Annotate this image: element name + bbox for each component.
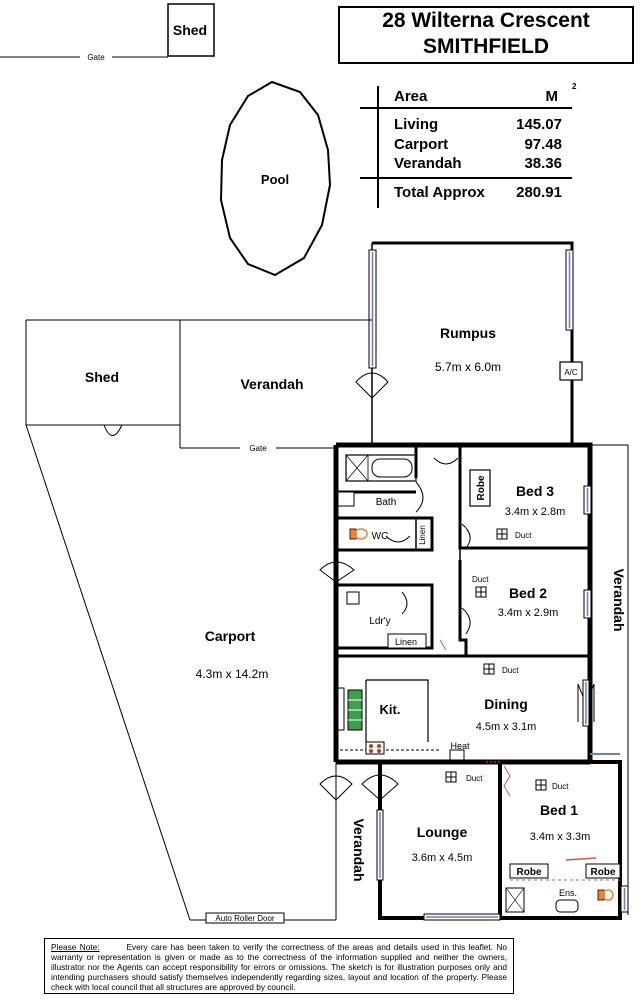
- bed1-label: Bed 1: [540, 802, 578, 818]
- area-header-unit-sup: 2: [572, 82, 577, 91]
- bath-label: Bath: [376, 497, 397, 508]
- ensuite-label: Ens.: [559, 888, 577, 898]
- rumpus-door: [355, 372, 389, 399]
- shed-top: [167, 3, 215, 57]
- auto-roller-door: [205, 912, 285, 924]
- carport-dimensions: 4.3m x 14.2m: [196, 667, 269, 681]
- side-door: [319, 561, 355, 583]
- duct-bed2-label: Duct: [472, 575, 489, 584]
- note-body: Every care has been taken to verify the …: [51, 942, 507, 992]
- carport-label: Carport: [205, 628, 256, 644]
- ac-label: A/C: [564, 368, 578, 377]
- rumpus-label: Rumpus: [440, 325, 496, 341]
- pool-outline: [219, 80, 332, 277]
- lounge-label: Lounge: [417, 824, 468, 840]
- cooktop: [365, 741, 385, 755]
- laundry-label: Ldr'y: [369, 616, 390, 627]
- bed2-dimensions: 3.4m x 2.9m: [498, 607, 559, 619]
- laundry-walls: [336, 583, 434, 650]
- hall-door-top: [433, 457, 459, 465]
- lounge-dimensions: 3.6m x 4.5m: [412, 852, 473, 864]
- verandah-left-label: Verandah: [351, 818, 367, 881]
- robe-bed1-left-label: Robe: [517, 867, 542, 878]
- robe-bed3-label: Robe: [476, 475, 487, 500]
- bed2-walls: [458, 560, 590, 658]
- carport-diagonal: [25, 424, 191, 921]
- bed3-dimensions: 3.4m x 2.8m: [505, 506, 566, 518]
- shed-left-label: Shed: [85, 369, 119, 385]
- bathtub: [345, 454, 417, 482]
- ensuite-basin: [555, 899, 579, 913]
- lounge-walls: [378, 762, 500, 920]
- robe-bed1-right-label: Robe: [591, 867, 616, 878]
- bed1-walls: [498, 760, 622, 920]
- kitchen-window: [337, 687, 345, 731]
- address-line-1: 28 Wilterna Crescent: [382, 9, 590, 32]
- gate-mid-label: Gate: [249, 444, 267, 453]
- bath-vanity: [337, 491, 355, 507]
- wc-toilet: [349, 528, 357, 540]
- robe-bed3: [469, 469, 491, 507]
- address-line-2: SMITHFIELD: [423, 35, 549, 58]
- note-heading: Please Note:: [51, 942, 100, 952]
- linen-laundry-label: Linen: [395, 637, 417, 647]
- kitchen-label: Kit.: [380, 702, 401, 717]
- heater: [449, 749, 465, 761]
- verandah-top-label: Verandah: [240, 376, 303, 392]
- gate-top-label: Gate: [87, 53, 105, 62]
- laundry-tub: [346, 591, 360, 605]
- verandah-right-outline: [590, 444, 629, 915]
- auto-roller-door-label: Auto Roller Door: [215, 914, 274, 923]
- wc-label: WC: [372, 531, 389, 542]
- area-row-verandah: Verandah 38.36: [394, 155, 562, 172]
- rumpus-dimensions: 5.7m x 6.0m: [435, 360, 501, 374]
- ensuite-shower: [505, 887, 525, 913]
- bed2-label: Bed 2: [509, 585, 547, 601]
- duct-bed1-label: Duct: [552, 782, 569, 791]
- bed1-dimensions: 3.4m x 3.3m: [530, 831, 591, 843]
- robe-bed1-left: [509, 863, 549, 879]
- shed-door: [103, 424, 123, 436]
- duct-lounge-label: Duct: [466, 774, 483, 783]
- lounge-side-door: [319, 775, 353, 801]
- ac-unit: [559, 361, 583, 381]
- wc-walls: [336, 516, 434, 552]
- area-row-carport: Carport 97.48: [394, 136, 562, 153]
- area-header-label: Area: [394, 88, 428, 105]
- lounge-entry-door: [361, 774, 399, 801]
- area-row-total: Total Approx 280.91: [394, 184, 562, 201]
- dining-label: Dining: [484, 696, 528, 712]
- ensuite-toilet: [597, 889, 605, 901]
- verandah-right-label: Verandah: [611, 568, 627, 631]
- heat-label: Heat: [450, 741, 470, 751]
- bed3-label: Bed 3: [516, 483, 554, 499]
- duct-bed3-label: Duct: [515, 531, 532, 540]
- pool-label: Pool: [261, 172, 289, 187]
- shed-top-label: Shed: [173, 22, 207, 38]
- linen-wc-label: Linen: [418, 525, 427, 545]
- area-header-unit: M: [545, 88, 559, 105]
- address-title-box: 28 Wilterna Crescent SMITHFIELD: [338, 6, 634, 64]
- dining-dimensions: 4.5m x 3.1m: [476, 721, 537, 733]
- kitchen-bench: [366, 679, 429, 742]
- rumpus-wall-top-right: [372, 241, 574, 445]
- disclaimer-note: Please Note: Every care has been taken t…: [44, 938, 514, 994]
- duct-dining-label: Duct: [502, 666, 519, 675]
- robe-bed1-right: [585, 863, 621, 879]
- area-table-header: Area M 2: [394, 82, 576, 108]
- area-row-living: Living 145.07: [394, 116, 562, 133]
